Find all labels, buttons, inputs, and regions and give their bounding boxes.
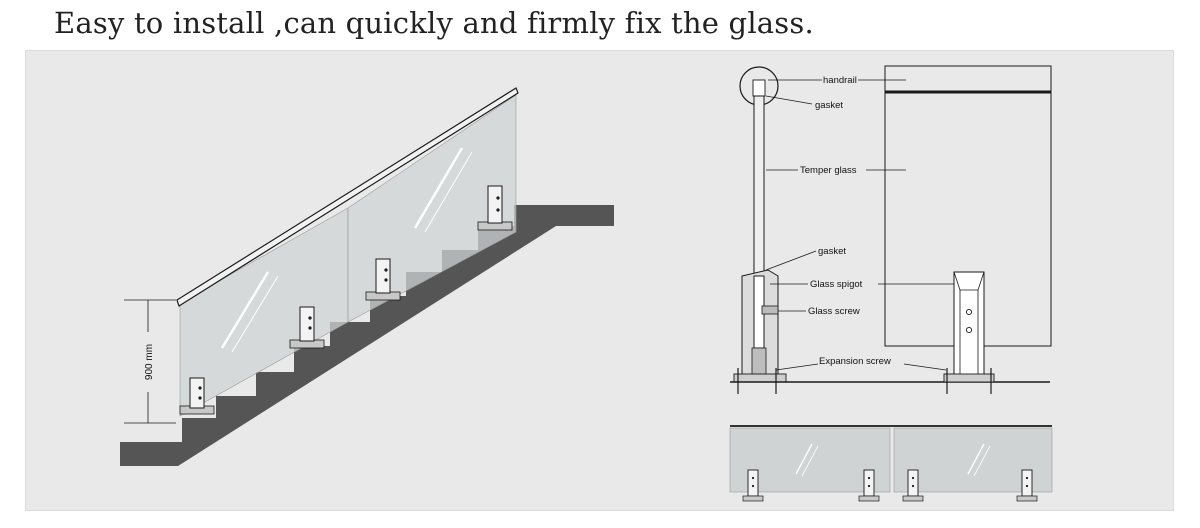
strip-spigot-4: [1016, 469, 1038, 502]
spigot-4: [477, 185, 513, 231]
callout-glass-screw: Glass screw: [808, 306, 860, 317]
section-view: handrail gasket Temper glass gasket Glas…: [730, 65, 1052, 394]
height-dimension: 900 mm: [124, 299, 176, 424]
spigot-2: [289, 306, 325, 349]
handrail-top: [176, 87, 519, 307]
callout-glass-spigot: Glass spigot: [810, 279, 863, 290]
callout-handrail: handrail: [823, 75, 857, 86]
dimension-label: 900 mm: [144, 344, 155, 380]
spigot-elevation: [953, 271, 985, 377]
stair-view: 900 mm: [120, 87, 614, 466]
callout-gasket-bottom: gasket: [818, 246, 846, 257]
elevation-strip: [729, 425, 1053, 502]
spigot-3: [365, 258, 401, 301]
callout-temper-glass: Temper glass: [800, 165, 857, 176]
strip-spigot-2: [858, 469, 880, 502]
strip-spigot-1: [742, 469, 764, 502]
stair-concrete: [120, 205, 614, 466]
strip-spigot-3: [902, 469, 924, 502]
callout-expansion-screw: Expansion screw: [819, 356, 891, 367]
callout-gasket-top: gasket: [815, 100, 843, 111]
spigot-1: [179, 377, 215, 415]
headline: Easy to install ,can quickly and firmly …: [54, 6, 814, 40]
